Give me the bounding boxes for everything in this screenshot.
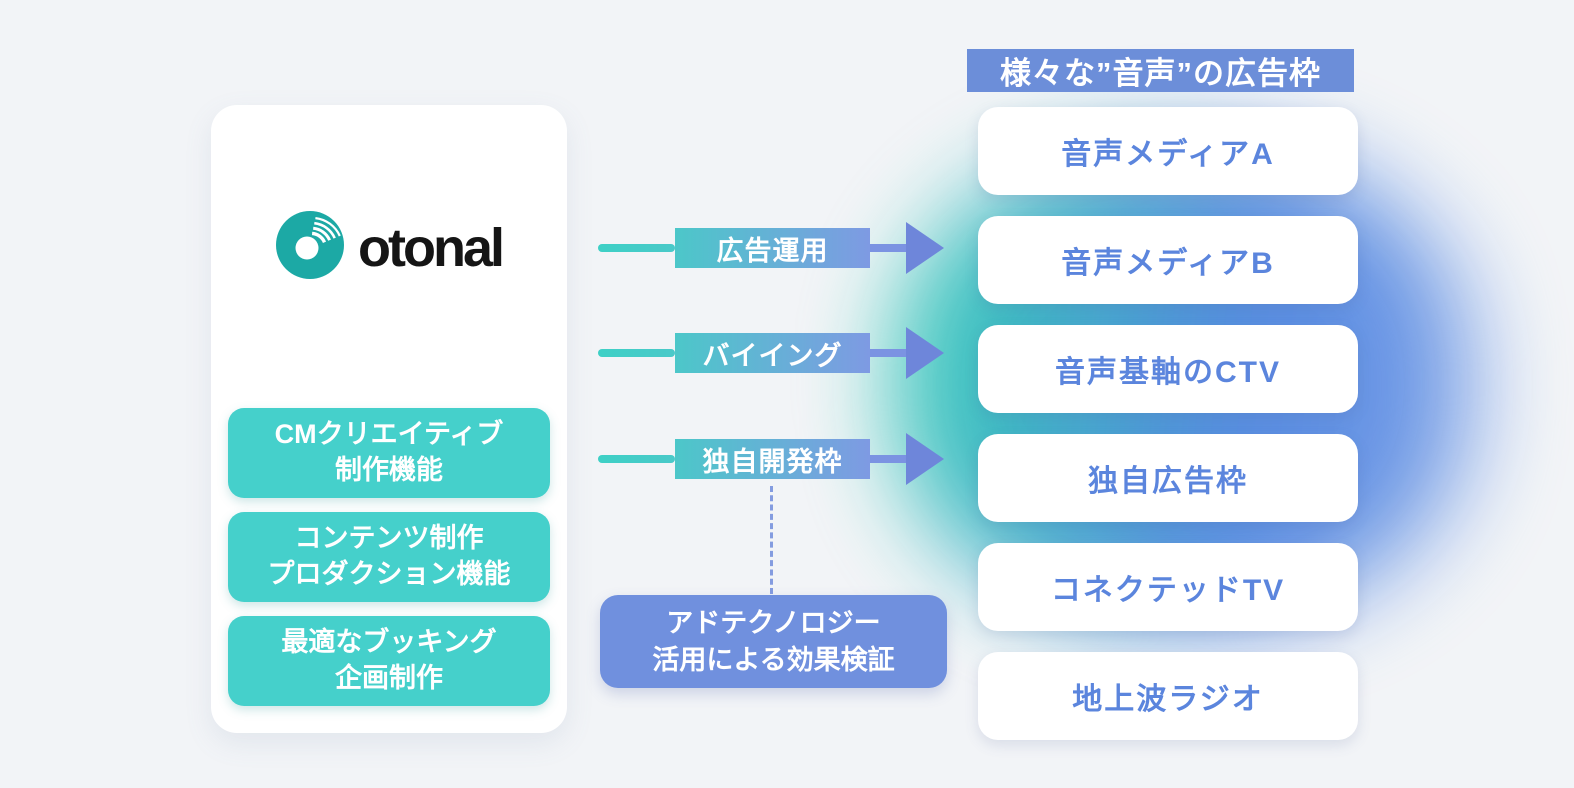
- arrow-line-segment: [870, 349, 906, 357]
- arrow-line-segment: [870, 455, 906, 463]
- audio-ad-slots-header: 様々な”音声”の広告枠: [967, 49, 1354, 92]
- feature-box-cm-creative: CMクリエイティブ 制作機能: [228, 408, 550, 498]
- feature-label-line: プロダクション機能: [267, 559, 511, 589]
- feature-label-line: 企画制作: [335, 663, 443, 693]
- arrow-head-icon: [906, 222, 944, 274]
- slot-card-audio-based-ctv: 音声基軸のCTV: [978, 325, 1358, 413]
- slot-card-connected-tv: コネクテッドTV: [978, 543, 1358, 631]
- feature-label-line: CMクリエイティブ: [274, 419, 504, 450]
- arrow-label-buying: バイイング: [675, 333, 870, 373]
- slot-card-terrestrial-radio: 地上波ラジオ: [978, 652, 1358, 740]
- flow-arrow-proprietary-slot: 独自開発枠: [598, 431, 946, 487]
- feature-box-booking-planning: 最適なブッキング 企画制作: [228, 616, 550, 706]
- slot-card-proprietary-ad-slot: 独自広告枠: [978, 434, 1358, 522]
- arrow-line-segment: [598, 455, 675, 463]
- slot-card-audio-media-a: 音声メディアA: [978, 107, 1358, 195]
- arrow-head-icon: [906, 433, 944, 485]
- feature-label-line: 最適なブッキング: [281, 627, 497, 658]
- arrow-line-segment: [870, 244, 906, 252]
- otonal-logo-text: otonal: [358, 217, 505, 278]
- arrow-line-segment: [598, 244, 675, 252]
- otonal-record-soundwave-icon: [276, 211, 344, 284]
- otonal-logo: otonal: [211, 211, 567, 284]
- adtech-label-line: 活用による効果検証: [652, 644, 895, 675]
- feature-label-line: 制作機能: [335, 455, 443, 485]
- adtech-label-line: アドテクノロジー: [666, 608, 881, 639]
- flow-arrow-buying: バイイング: [598, 325, 946, 381]
- otonal-platform-card: otonal CMクリエイティブ 制作機能 コンテンツ制作 プロダクション機能 …: [211, 105, 567, 733]
- arrow-label-ad-operation: 広告運用: [675, 228, 870, 268]
- arrow-head-icon: [906, 327, 944, 379]
- dashed-connector: [770, 486, 773, 594]
- feature-label-line: コンテンツ制作: [294, 523, 484, 554]
- adtech-verification-box: アドテクノロジー 活用による効果検証: [600, 595, 947, 688]
- arrow-line-segment: [598, 349, 675, 357]
- slot-card-audio-media-b: 音声メディアB: [978, 216, 1358, 304]
- flow-arrow-ad-operation: 広告運用: [598, 220, 946, 276]
- feature-box-content-production: コンテンツ制作 プロダクション機能: [228, 512, 550, 602]
- arrow-label-proprietary-slot: 独自開発枠: [675, 439, 870, 479]
